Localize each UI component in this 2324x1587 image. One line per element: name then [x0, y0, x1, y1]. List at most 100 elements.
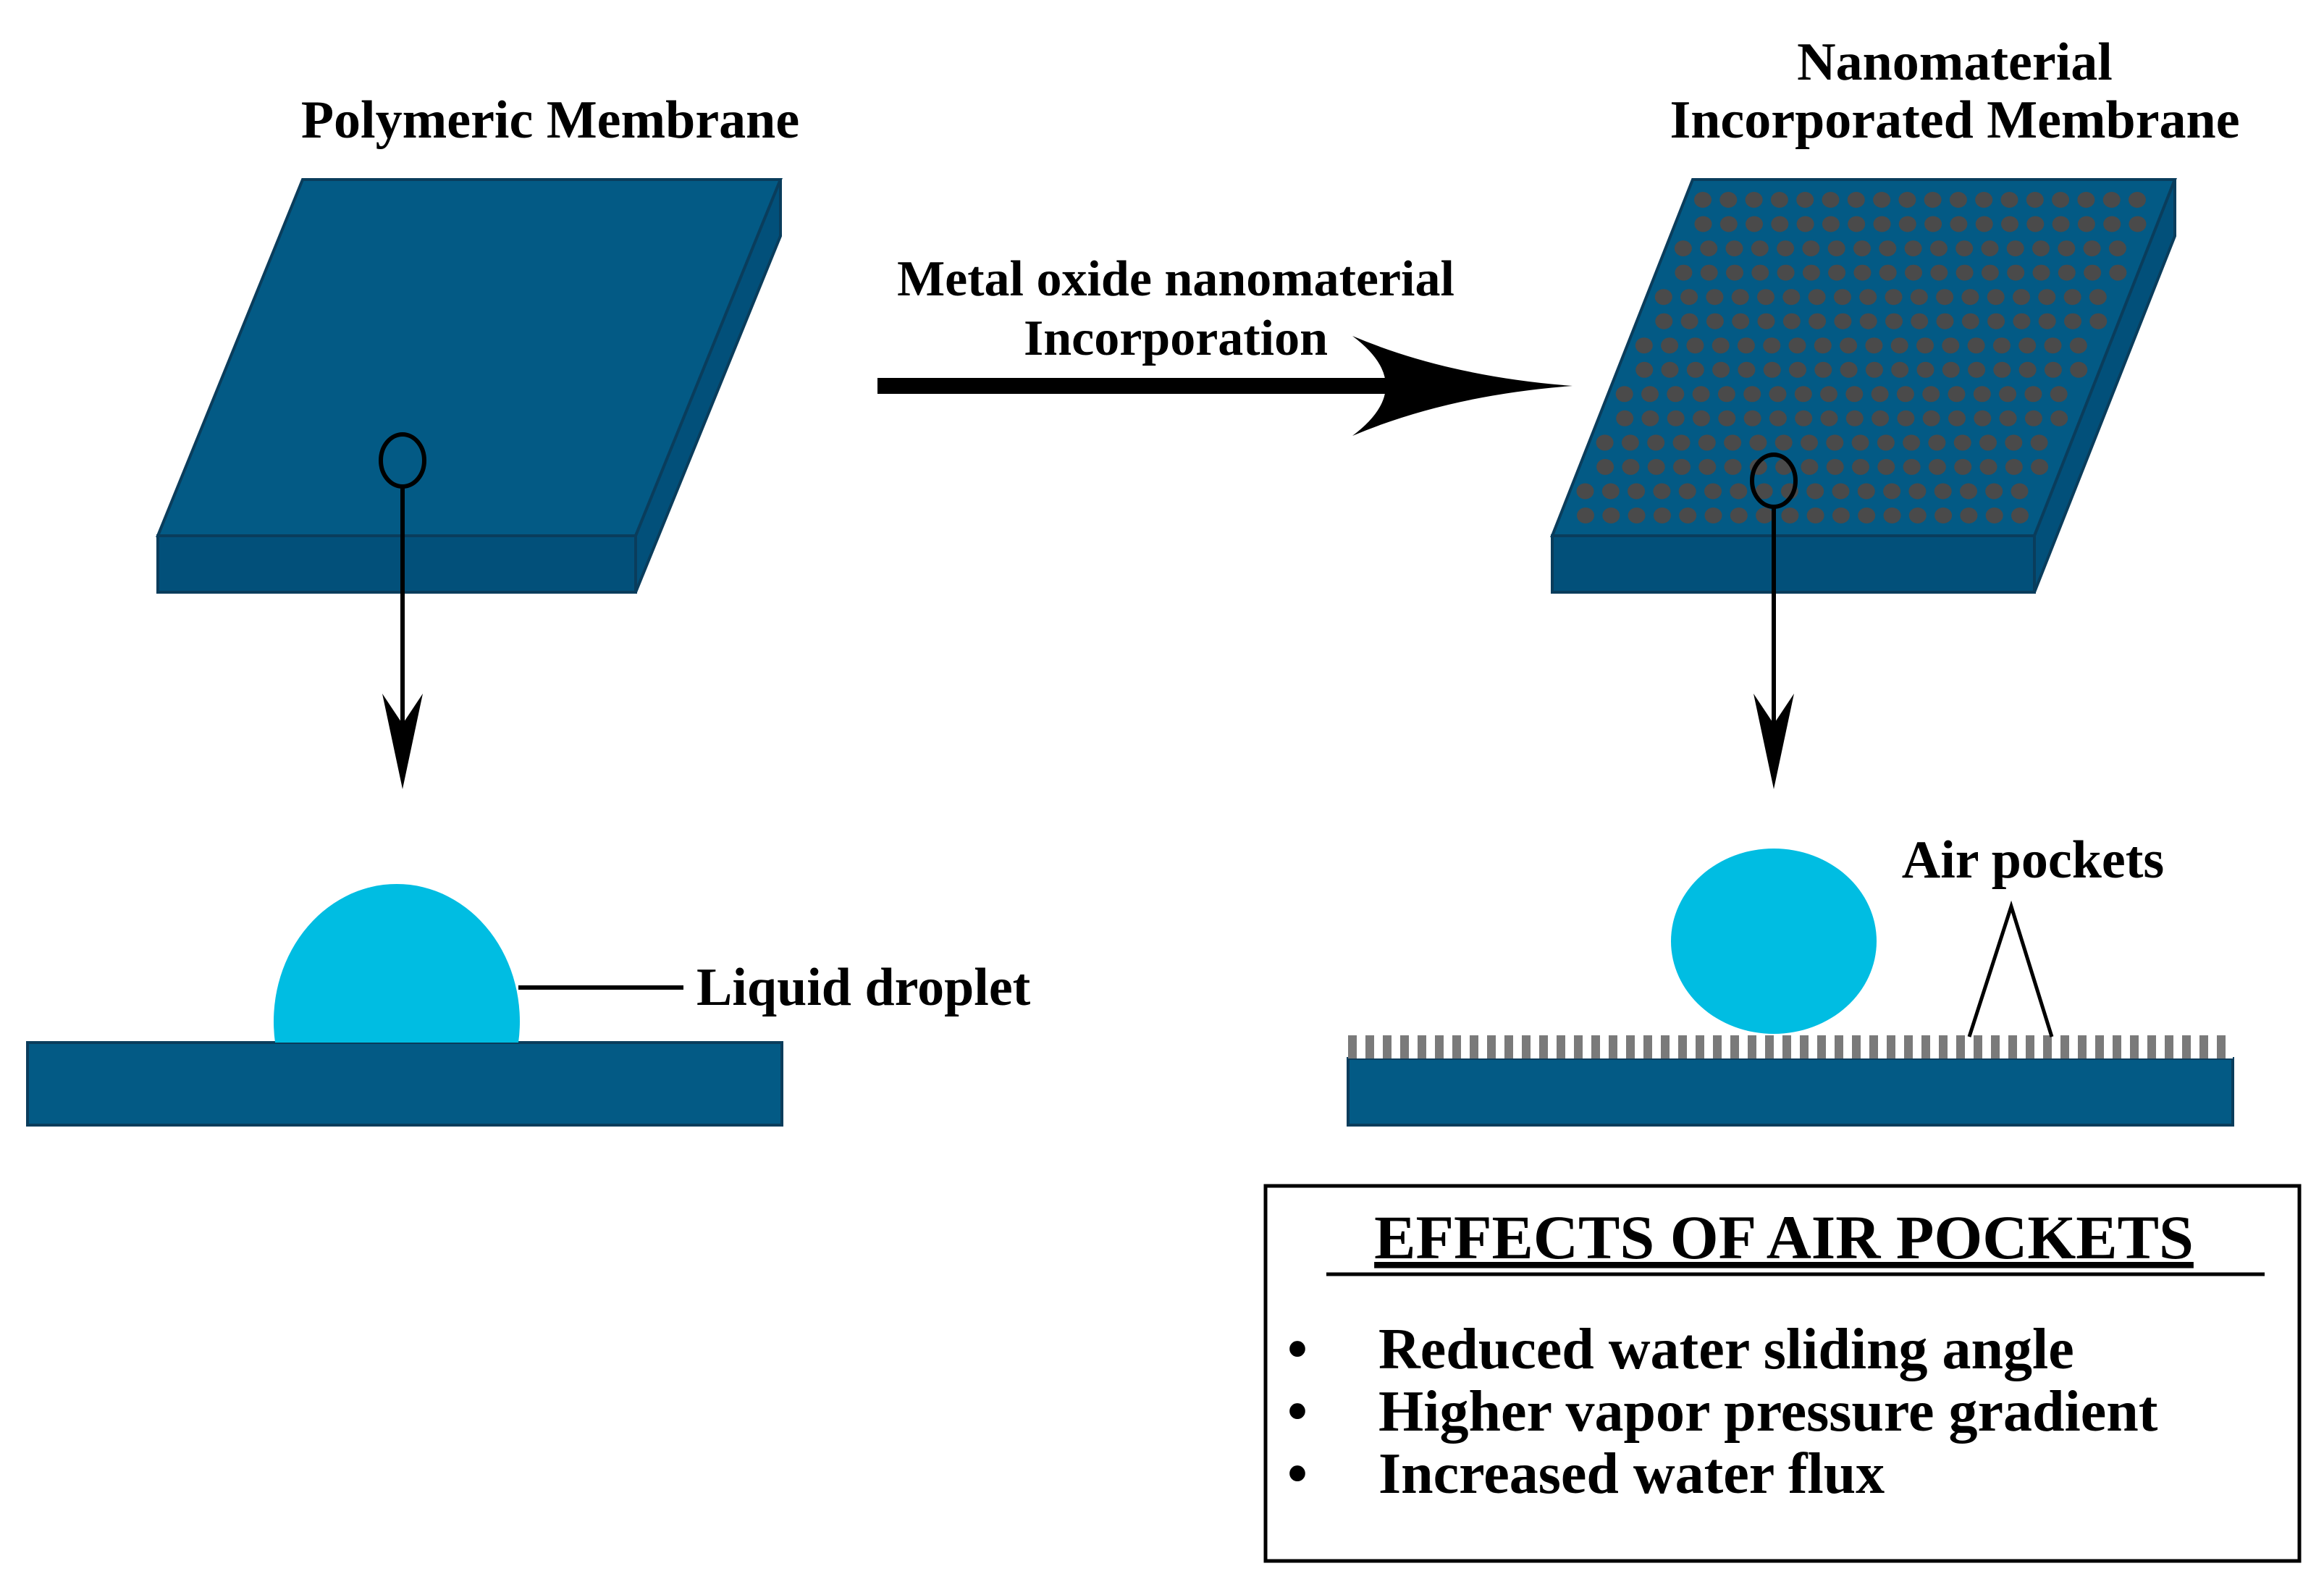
nanoparticle-dot [1667, 386, 1685, 403]
nanoparticle-dot [1873, 216, 1891, 232]
nanoparticle-dot [1667, 410, 1685, 426]
nanoparticle-dot [1898, 216, 1916, 232]
nanoparticle-dot [2038, 289, 2056, 306]
nanoparticle-dot [1922, 410, 1940, 426]
air-pocket-stripe [1869, 1035, 1878, 1058]
nanoparticle-dot [1757, 313, 1775, 329]
nanoparticle-dot [1781, 508, 1799, 523]
nanoparticle-dot [1635, 337, 1653, 354]
nanoparticle-dot [1883, 508, 1901, 523]
nanoparticle-dot [1706, 313, 1724, 329]
nanoparticle-dot [1847, 192, 1865, 208]
air-pocket-stripe [1696, 1035, 1704, 1058]
nanomaterial-membrane-front-face [1551, 534, 2036, 594]
nanoparticle-dot [1719, 192, 1738, 208]
nanoparticle-dot [1686, 361, 1704, 378]
nanoparticle-dot [1826, 458, 1844, 475]
nanoparticle-dot [1955, 264, 1974, 281]
nanoparticle-dot [1756, 508, 1774, 523]
nanoparticle-dot [1999, 410, 2017, 426]
nanoparticle-dot [1725, 240, 1743, 257]
nanoparticle-dot [1845, 386, 1864, 403]
nanoparticle-dot [1924, 192, 1942, 208]
nanoparticle-dot [1763, 337, 1781, 354]
air-pocket-stripe [2043, 1035, 2052, 1058]
nanoparticle-dot [1743, 410, 1761, 426]
nanoparticle-dot [2129, 216, 2147, 232]
nanoparticle-dot [1928, 458, 1946, 475]
nanomaterial-membrane-title-line1: Nanomaterial [1797, 33, 2113, 92]
nanoparticle-dot [1822, 192, 1840, 208]
nanoparticle-dot [1796, 216, 1814, 232]
nanoparticle-dot [1948, 410, 1966, 426]
nanoparticle-dot [2038, 313, 2056, 329]
nanoparticle-dot [1948, 386, 1966, 403]
nanoparticle-dot [1873, 192, 1891, 208]
nanoparticle-dot [1601, 483, 1620, 500]
nanoparticle-dot [2102, 192, 2121, 208]
nanoparticle-dot [2108, 240, 2126, 257]
nanoparticle-dot [1769, 410, 1787, 426]
nanoparticle-dot [1872, 410, 1890, 426]
nanoparticle-dot [1904, 240, 1922, 257]
nanoparticle-dot [2103, 216, 2121, 232]
nanoparticle-dot [2018, 361, 2037, 378]
nanoparticle-dot [1859, 313, 1877, 329]
effects-bullet-2: • [1287, 1380, 1308, 1444]
nanoparticle-dot [1602, 508, 1620, 523]
nanoparticle-dot [1832, 483, 1850, 500]
nanoparticle-dot [1745, 192, 1763, 208]
nanoparticle-dot [1653, 483, 1671, 500]
nanoparticle-dot [1929, 240, 1948, 257]
nanoparticle-dot [1916, 361, 1934, 378]
nanoparticle-dot [1680, 289, 1698, 306]
nanoparticle-dot [1820, 410, 1838, 426]
nanoparticle-dot [2005, 434, 2023, 451]
nanoparticle-dot [1700, 240, 1718, 257]
air-pocket-stripe [1765, 1035, 1774, 1058]
flat-substrate [26, 1041, 783, 1127]
process-arrow-label-line2: Incorporation [1024, 311, 1328, 366]
nanoparticle-dot [2050, 386, 2068, 403]
textured-substrate [1347, 1057, 2234, 1127]
nanoparticle-dot [2069, 337, 2087, 354]
nanoparticle-dot [1700, 264, 1718, 281]
air-pocket-stripe [1591, 1035, 1600, 1058]
nanoparticle-dot [1680, 313, 1698, 329]
nanoparticle-dot [1905, 264, 1922, 281]
nanoparticle-dot [2006, 240, 2024, 257]
nanoparticle-dot [2044, 361, 2062, 378]
nanoparticle-dot [1738, 361, 1756, 378]
nanoparticle-dot [1924, 216, 1942, 232]
nanoparticle-dot [1826, 434, 1844, 451]
nanoparticle-dot [2000, 192, 2018, 208]
nanoparticle-dot [1897, 410, 1915, 426]
nanoparticle-dot [2050, 410, 2068, 426]
nanoparticle-dot [1857, 483, 1875, 500]
air-pocket-stripe [1643, 1035, 1652, 1058]
process-arrow-label-line1: Metal oxide nanomaterial [897, 251, 1454, 307]
right-zoom-arrow-head [1753, 694, 1794, 789]
nanoparticle-dot [1795, 410, 1813, 426]
nanoparticle-dot [1999, 386, 2017, 403]
nanoparticle-dot [2077, 216, 2095, 232]
air-pockets-label: Air pockets [1902, 830, 2164, 890]
nanoparticle-dot [1622, 458, 1640, 475]
nanoparticle-dot [1757, 289, 1774, 306]
air-pocket-stripe [1418, 1035, 1426, 1058]
air-pocket-stripe [1504, 1035, 1513, 1058]
nanoparticle-dot [1770, 192, 1788, 208]
nanoparticle-dot [1891, 361, 1909, 378]
air-pocket-stripe [2026, 1035, 2034, 1058]
air-pocket-stripe [1730, 1035, 1739, 1058]
air-pocket-stripe [2182, 1035, 2191, 1058]
nanoparticle-dot [1672, 434, 1691, 451]
nanoparticle-dot [1678, 483, 1696, 500]
nanoparticle-dot [2031, 458, 2049, 475]
nanoparticle-dot [2083, 240, 2101, 257]
nanoparticle-dot [1718, 410, 1736, 426]
nanoparticle-dot [1896, 386, 1914, 403]
nanoparticle-dot [1955, 240, 1974, 257]
nanoparticle-dot [1960, 483, 1977, 500]
nanoparticle-dot [1661, 361, 1679, 378]
